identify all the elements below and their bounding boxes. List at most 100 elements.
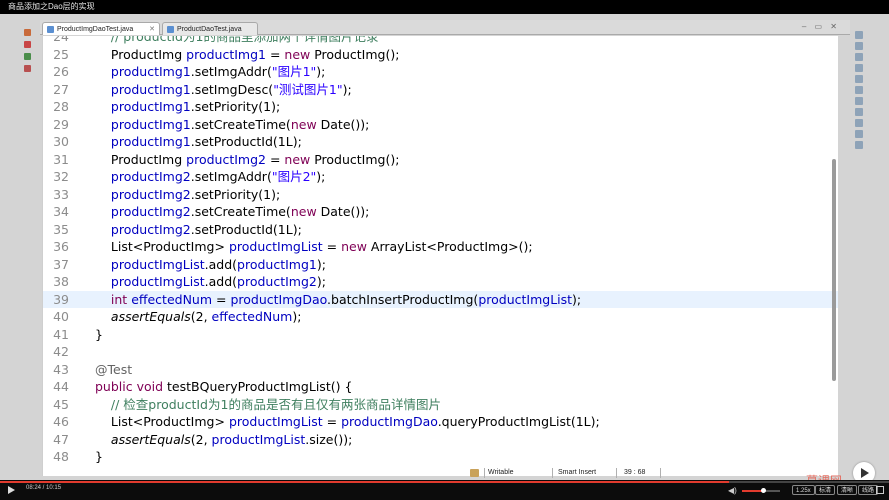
- code-line[interactable]: 29 productImg1.setCreateTime(new Date())…: [43, 116, 838, 134]
- code-token: .setImgDesc(: [190, 81, 274, 97]
- console-icon[interactable]: [855, 53, 863, 61]
- code-token: =: [265, 151, 285, 167]
- volume-slider[interactable]: [742, 488, 780, 493]
- code-token: [95, 82, 111, 97]
- status-separator: [660, 468, 661, 478]
- code-line[interactable]: 40 assertEquals(2, effectedNum);: [43, 308, 838, 326]
- line-number: 40: [53, 309, 69, 324]
- code-text: productImg1.setCreateTime(new Date());: [95, 116, 369, 134]
- code-token: productImg1: [110, 134, 191, 149]
- git-icon[interactable]: [855, 97, 863, 105]
- code-token: "图片2": [271, 169, 317, 184]
- code-token: productImg1: [110, 64, 191, 79]
- progress-icon[interactable]: [855, 108, 863, 116]
- code-line[interactable]: 34 productImg2.setCreateTime(new Date())…: [43, 203, 838, 221]
- servers-icon[interactable]: [855, 86, 863, 94]
- outline-icon[interactable]: [24, 53, 31, 60]
- code-token: List<ProductImg>: [95, 239, 229, 254]
- code-line[interactable]: 33 productImg2.setPriority(1);: [43, 186, 838, 204]
- line-number: 27: [53, 81, 69, 97]
- close-icon[interactable]: ✕: [149, 26, 155, 33]
- hierarchy-icon[interactable]: [24, 41, 31, 48]
- outline-view-icon[interactable]: [855, 42, 863, 50]
- code-text: }: [95, 326, 103, 344]
- terminal-icon[interactable]: [855, 130, 863, 138]
- package-explorer-icon[interactable]: [24, 29, 31, 36]
- tab-productdaotest[interactable]: ProductDaoTest.java: [162, 22, 258, 35]
- code-token: );: [316, 64, 326, 79]
- code-line[interactable]: 27 productImg1.setImgDesc("测试图片1");: [43, 81, 838, 99]
- subtitle-button[interactable]: 清晰: [837, 485, 858, 495]
- code-line[interactable]: 39 int effectedNum = productImgDao.batch…: [43, 290, 838, 308]
- progress-bar[interactable]: [0, 481, 889, 483]
- code-line[interactable]: 46 List<ProductImg> productImgList = pro…: [43, 413, 838, 431]
- code-line[interactable]: 38 productImgList.add(productImg2);: [43, 273, 838, 291]
- volume-knob[interactable]: [760, 488, 766, 493]
- play-overlay-button[interactable]: [853, 462, 875, 484]
- code-line[interactable]: 47 assertEquals(2, productImgList.size()…: [43, 431, 838, 449]
- code-line[interactable]: 37 productImgList.add(productImg1);: [43, 256, 838, 274]
- code-text: ProductImg productImg2 = new ProductImg(…: [95, 151, 400, 169]
- code-line[interactable]: 30 productImg1.setProductId(1L);: [43, 133, 838, 151]
- quality-button[interactable]: 标清: [815, 485, 836, 495]
- code-line[interactable]: 43@Test: [43, 361, 838, 379]
- speed-button[interactable]: 1.25x: [792, 485, 815, 495]
- markers-icon[interactable]: [855, 141, 863, 149]
- java-file-icon: [47, 26, 54, 33]
- line-number: 39: [53, 291, 69, 307]
- line-number: 48: [53, 449, 69, 464]
- status-bar: Writable Smart Insert 39 : 68: [470, 466, 850, 480]
- code-token: [95, 64, 111, 79]
- code-line[interactable]: 41}: [43, 326, 838, 344]
- code-text: public void testBQueryProductImgList() {: [95, 378, 352, 396]
- history-icon[interactable]: [855, 119, 863, 127]
- code-token: =: [212, 291, 231, 307]
- code-token: =: [322, 239, 342, 254]
- code-token: [95, 169, 111, 184]
- search-icon[interactable]: [855, 75, 863, 83]
- code-line[interactable]: 36 List<ProductImg> productImgList = new…: [43, 238, 838, 256]
- code-text: productImg2.setPriority(1);: [95, 186, 280, 204]
- insert-mode-status: Smart Insert: [558, 469, 597, 476]
- code-line[interactable]: 44 public void testBQueryProductImgList()…: [43, 378, 838, 396]
- video-title: 商品添加之Dao层的实现: [0, 0, 889, 14]
- code-line[interactable]: 25 ProductImg productImg1 = new ProductI…: [43, 46, 838, 64]
- tab-productimgdaotest[interactable]: ProductImgDaoTest.java ✕: [42, 22, 160, 35]
- play-icon[interactable]: [8, 486, 15, 494]
- code-line[interactable]: 48}: [43, 448, 838, 466]
- lines-button[interactable]: 线路: [858, 485, 879, 495]
- code-token: [95, 134, 111, 149]
- code-text: @Test: [95, 361, 132, 379]
- navigator-icon[interactable]: [24, 65, 31, 72]
- fullscreen-icon[interactable]: [876, 486, 884, 494]
- code-line[interactable]: 32 productImg2.setImgAddr("图片2");: [43, 168, 838, 186]
- code-token: (2,: [190, 431, 212, 447]
- code-line[interactable]: 45 // 检查productId为1的商品是否有且仅有两张商品详情图片: [43, 396, 838, 414]
- code-token: productImg1: [110, 116, 191, 132]
- code-text: productImgList.add(productImg1);: [95, 256, 326, 274]
- editor-scrollbar[interactable]: [832, 159, 836, 381]
- volume-icon[interactable]: ◀): [728, 486, 737, 495]
- code-token: assertEquals: [110, 431, 191, 447]
- line-number: 45: [53, 396, 69, 412]
- window-controls[interactable]: – ▭ ✕: [801, 22, 840, 31]
- code-token: .setPriority(1);: [190, 186, 281, 202]
- code-line[interactable]: 42: [43, 343, 838, 361]
- code-token: .setPriority(1);: [190, 99, 281, 114]
- code-token: .queryProductImgList(1L);: [437, 414, 600, 429]
- code-line[interactable]: 28 productImg1.setPriority(1);: [43, 98, 838, 116]
- line-number: 41: [53, 326, 69, 342]
- code-line[interactable]: 24 // productId为1的商品里添加两个详情图片记录: [43, 36, 838, 46]
- code-text: }: [95, 448, 103, 466]
- code-token: ArrayList<ProductImg>();: [366, 239, 533, 254]
- code-line[interactable]: 31 ProductImg productImg2 = new ProductI…: [43, 151, 838, 169]
- code-token: new: [290, 204, 317, 219]
- task-list-icon[interactable]: [855, 31, 863, 39]
- line-number: 44: [53, 379, 69, 394]
- problems-icon[interactable]: [855, 64, 863, 72]
- status-icon: [470, 469, 479, 477]
- code-line[interactable]: 26 productImg1.setImgAddr("图片1");: [43, 63, 838, 81]
- line-number: 35: [53, 221, 69, 237]
- code-line[interactable]: 35 productImg2.setProductId(1L);: [43, 221, 838, 239]
